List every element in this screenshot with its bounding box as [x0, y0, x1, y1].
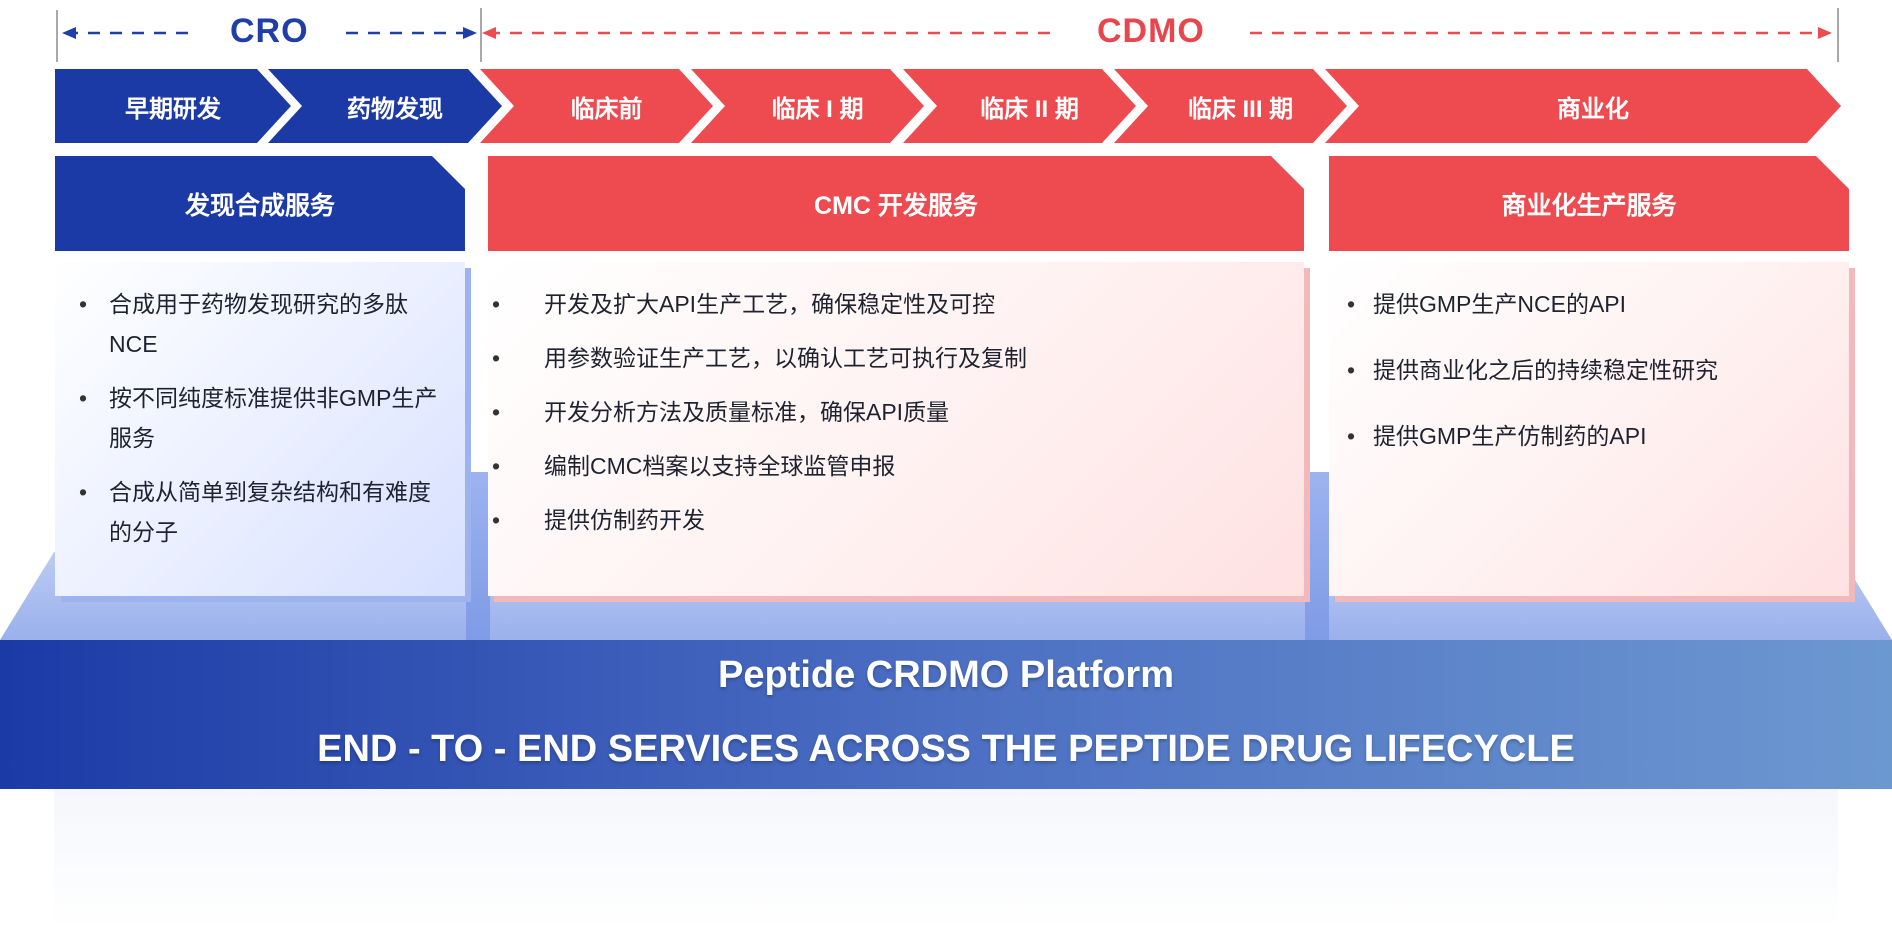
- platform-subtitle: END - TO - END SERVICES ACROSS THE PEPTI…: [317, 728, 1575, 770]
- list-item: 提供GMP生产NCE的API: [1347, 284, 1829, 324]
- base-reflection: [54, 789, 1838, 931]
- phase-commercial: 商业化: [1325, 69, 1841, 143]
- left-arrowhead-icon: [62, 27, 76, 39]
- list-item: 提供商业化之后的持续稳定性研究: [1347, 350, 1829, 390]
- list-item: 合成用于药物发现研究的多肽 NCE: [79, 284, 451, 364]
- phase-drug-discovery: 药物发现: [268, 69, 502, 143]
- discovery-list: 合成用于药物发现研究的多肽 NCE 按不同纯度标准提供非GMP生产服务 合成从简…: [79, 284, 451, 552]
- cmc-card: 开发及扩大API生产工艺，确保稳定性及可控 用参数验证生产工艺，以确认工艺可执行…: [488, 262, 1304, 596]
- list-item: 编制CMC档案以支持全球监管申报: [492, 446, 1284, 486]
- cro-label: CRO: [230, 12, 309, 50]
- cmc-list: 开发及扩大API生产工艺，确保稳定性及可控 用参数验证生产工艺，以确认工艺可执行…: [492, 284, 1284, 540]
- phase-early-research: 早期研发: [55, 69, 291, 143]
- list-item: 开发及扩大API生产工艺，确保稳定性及可控: [492, 284, 1284, 324]
- phase-clinical-3: 临床 III 期: [1114, 69, 1347, 143]
- list-item: 提供GMP生产仿制药的API: [1347, 416, 1829, 456]
- divider-post: [1305, 472, 1329, 640]
- section-header-discovery: 发现合成服务: [55, 156, 465, 251]
- discovery-card: 合成用于药物发现研究的多肽 NCE 按不同纯度标准提供非GMP生产服务 合成从简…: [55, 262, 465, 596]
- range-arrows: [56, 8, 1839, 62]
- right-arrowhead-icon: [1818, 27, 1832, 39]
- section-header-cmc: CMC 开发服务: [488, 156, 1304, 251]
- commercial-list: 提供GMP生产NCE的API 提供商业化之后的持续稳定性研究 提供GMP生产仿制…: [1347, 284, 1829, 456]
- left-arrowhead-icon: [482, 27, 496, 39]
- platform-title: Peptide CRDMO Platform: [717, 654, 1175, 696]
- cdmo-label: CDMO: [1097, 12, 1205, 50]
- list-item: 按不同纯度标准提供非GMP生产服务: [79, 378, 451, 458]
- list-item: 提供仿制药开发: [492, 500, 1284, 540]
- right-arrowhead-icon: [463, 27, 477, 39]
- divider-post: [466, 472, 490, 640]
- phase-clinical-2: 临床 II 期: [903, 69, 1136, 143]
- list-item: 合成从简单到复杂结构和有难度的分子: [79, 472, 451, 552]
- cdmo-range-line: [480, 8, 1839, 62]
- section-header-commercial: 商业化生产服务: [1329, 156, 1849, 251]
- commercial-card: 提供GMP生产NCE的API 提供商业化之后的持续稳定性研究 提供GMP生产仿制…: [1329, 262, 1849, 596]
- phase-preclinical: 临床前: [480, 69, 713, 143]
- phase-clinical-1: 临床 I 期: [691, 69, 924, 143]
- platform-banner: Peptide CRDMO Platform END - TO - END SE…: [0, 640, 1892, 789]
- list-item: 开发分析方法及质量标准，确保API质量: [492, 392, 1284, 432]
- list-item: 用参数验证生产工艺，以确认工艺可执行及复制: [492, 338, 1284, 378]
- cro-range-line: [56, 10, 477, 62]
